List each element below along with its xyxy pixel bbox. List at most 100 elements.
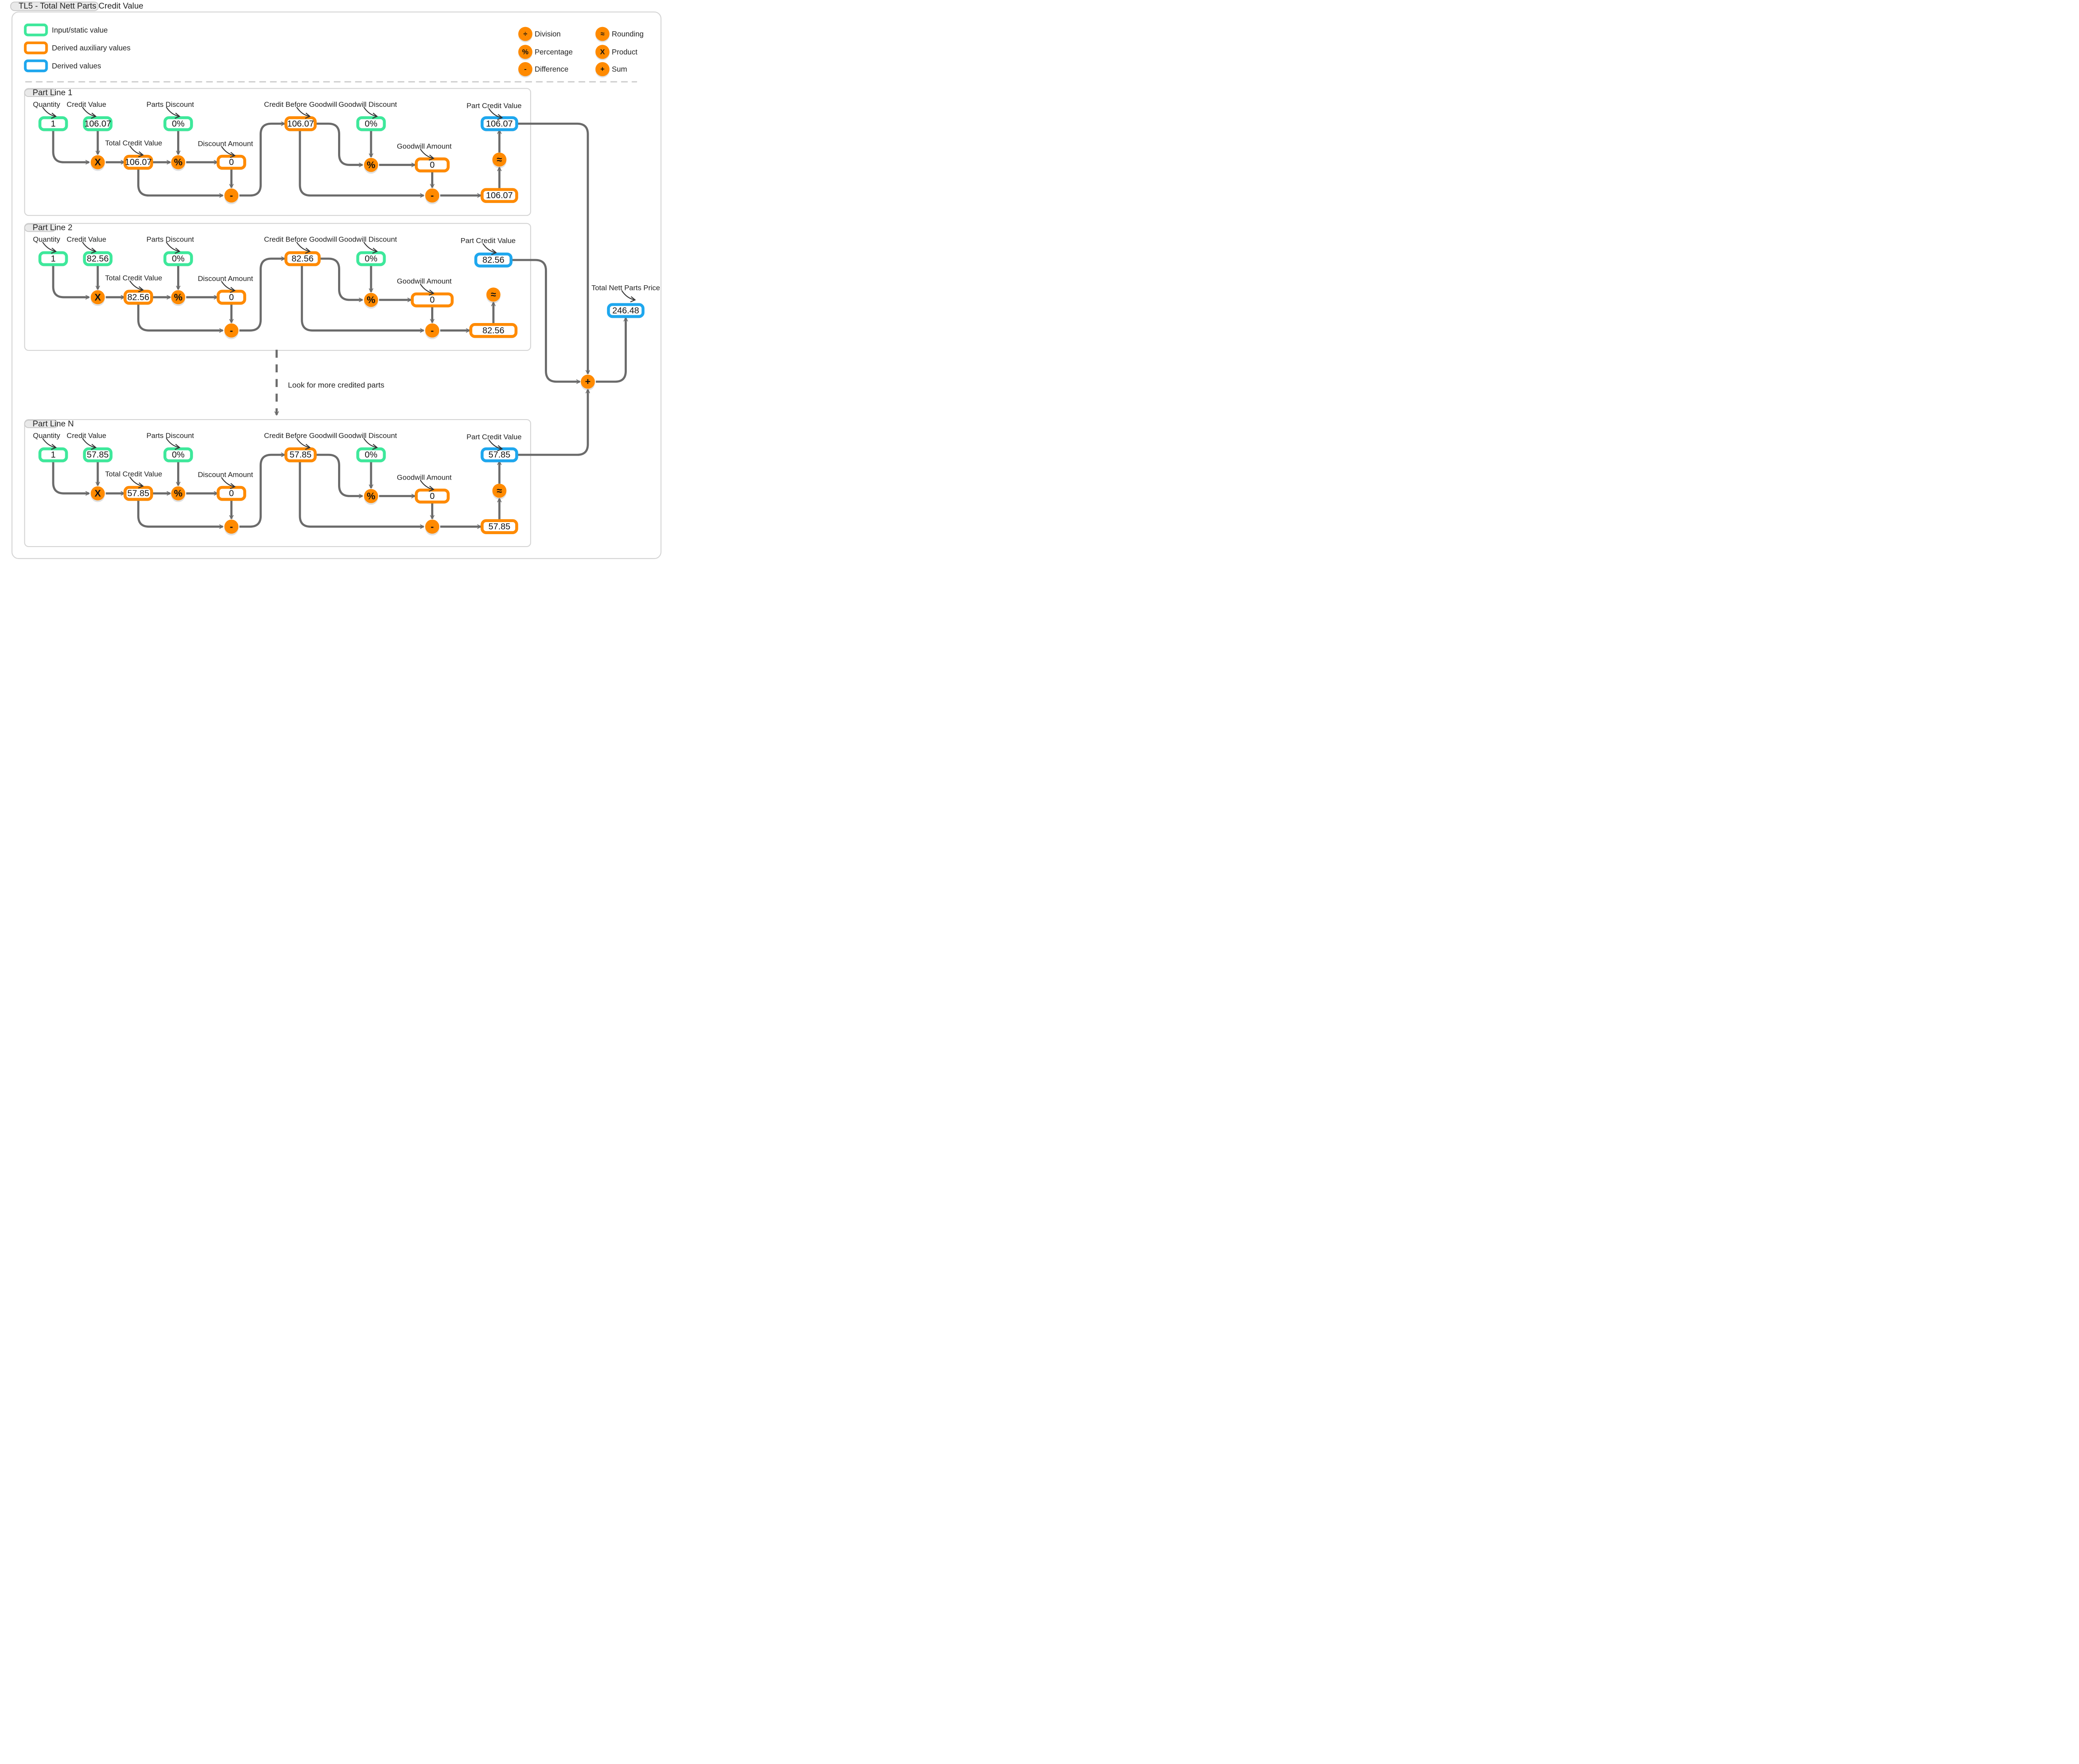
part-line-2-title-text: Part Line 2 bbox=[33, 224, 73, 233]
legend-swatch-derived bbox=[24, 59, 48, 72]
part-line-n-after-goodwill-box-value: 57.85 bbox=[488, 522, 510, 532]
part-line-1-goodwill-difference-op: - bbox=[425, 188, 439, 205]
part-line-2-discount-amount-box-value: 0 bbox=[229, 292, 234, 302]
part-line-2-credit-before-goodwill-box: 82.56 bbox=[284, 251, 321, 266]
part-line-1-discount-amount-box-value: 0 bbox=[229, 157, 234, 167]
part-line-n-pointer-quantity bbox=[42, 438, 56, 448]
part-line-n-label-part-credit-value: Part Credit Value bbox=[466, 433, 521, 441]
part-line-1-goodwill-percentage-op: % bbox=[364, 157, 378, 174]
legend-label-derived: Derived values bbox=[52, 61, 101, 70]
legend-op-symbol-0: ÷ bbox=[523, 30, 527, 38]
part-line-2-after-goodwill-box-border bbox=[469, 323, 518, 338]
part-line-n-after-goodwill-box-border bbox=[480, 519, 518, 534]
part-line-n-label-parts-discount: Parts Discount bbox=[146, 432, 194, 440]
part-line-2-quantity-box-value: 1 bbox=[51, 254, 55, 263]
part-line-1-pointer-goodwill-discount-head bbox=[372, 112, 378, 119]
part-line-n-difference-op-circle bbox=[224, 520, 239, 534]
part-line-2-credit-value-box: 82.56 bbox=[83, 251, 113, 266]
part-line-2-pointer-total-credit-value-head bbox=[138, 286, 144, 293]
part-line-1-quantity-box: 1 bbox=[38, 116, 68, 132]
total-value-box-border bbox=[607, 303, 645, 318]
part-line-n-panel bbox=[24, 419, 531, 547]
part-line-1-pointer-credit-before-goodwill-head bbox=[305, 112, 311, 119]
legend-op-rounding: ≈Rounding bbox=[595, 27, 644, 42]
part-line-2-goodwill-discount-box-border bbox=[356, 251, 386, 266]
part-line-2-rounding-op-circle bbox=[486, 287, 501, 302]
part-line-1-pointer-credit-value-head bbox=[91, 112, 97, 119]
part-line-n-goodwill-discount-box-border bbox=[356, 447, 386, 462]
part-line-n-label-goodwill-discount: Goodwill Discount bbox=[338, 432, 397, 440]
part-line-1-pointer-discount-amount bbox=[221, 146, 235, 156]
part-line-1-discount-amount-box: 0 bbox=[216, 154, 246, 170]
part-line-n-label-total-credit-value: Total Credit Value bbox=[105, 470, 162, 478]
part-line-n-pointer-credit-before-goodwill-head bbox=[305, 444, 311, 450]
part-line-n-label-goodwill-amount: Goodwill Amount bbox=[397, 473, 452, 481]
part-line-2-percentage-op-circle bbox=[171, 290, 185, 305]
total-pointer bbox=[621, 290, 635, 301]
part-line-1-parts-discount-box-value: 0% bbox=[172, 119, 185, 129]
part-line-2-edge-quantity-product bbox=[52, 264, 89, 297]
part-line-n-pointer-total-credit-value bbox=[129, 476, 143, 487]
part-line-n-parts-discount-box: 0% bbox=[163, 447, 193, 463]
part-line-2-credit-before-goodwill-box-border bbox=[284, 251, 321, 266]
part-line-1-goodwill-amount-box: 0 bbox=[414, 157, 450, 173]
legend-op-symbol-1: % bbox=[522, 48, 529, 56]
edge-line1-sum bbox=[517, 122, 588, 374]
part-line-1-parts-discount-box-border bbox=[163, 116, 193, 131]
total-value-box-value: 246.48 bbox=[612, 305, 639, 315]
part-line-n-quantity-box: 1 bbox=[38, 447, 68, 463]
part-line-1-goodwill-percentage-op-circle bbox=[364, 157, 378, 172]
part-line-n-part-credit-value-box-border bbox=[480, 447, 518, 462]
part-line-1-edge-quantity-product bbox=[52, 130, 89, 162]
part-line-n-label-discount-amount: Discount Amount bbox=[198, 471, 253, 479]
part-line-2-discount-amount-box: 0 bbox=[216, 290, 246, 305]
part-line-n-pointer-goodwill-discount-head bbox=[372, 444, 378, 450]
part-line-n-title-bg bbox=[24, 420, 58, 428]
part-line-1-difference-op: - bbox=[224, 188, 239, 205]
part-line-1-rounding-op: ≈ bbox=[492, 152, 507, 169]
legend-op-label-5: Sum bbox=[612, 65, 627, 73]
diagram-title-bg bbox=[10, 1, 99, 11]
part-line-1-goodwill-discount-box-value: 0% bbox=[365, 119, 378, 129]
part-line-n-edge-difference-cbg bbox=[239, 455, 284, 528]
part-line-1-percentage-op-circle bbox=[171, 155, 185, 169]
part-line-2-edge-tcv-difference bbox=[137, 303, 223, 331]
part-line-2-difference-op: - bbox=[224, 323, 239, 339]
part-line-1-total-credit-value-box-border bbox=[123, 154, 153, 170]
part-line-n-label-quantity: Quantity bbox=[33, 432, 60, 440]
part-line-2-pointer-credit-before-goodwill bbox=[296, 242, 310, 252]
part-line-n-total-credit-value-box-border bbox=[123, 486, 153, 501]
part-line-1-part-credit-value-box-border bbox=[480, 116, 518, 131]
part-line-1-edge-tcv-difference bbox=[137, 168, 223, 196]
part-line-2-pointer-goodwill-discount-head bbox=[372, 248, 378, 254]
part-line-2-difference-op-circle bbox=[224, 323, 239, 338]
part-line-1-pointer-total-credit-value-head bbox=[138, 151, 144, 157]
part-line-2-goodwill-discount-box-value: 0% bbox=[365, 254, 378, 263]
part-line-2-after-goodwill-box: 82.56 bbox=[469, 323, 518, 338]
legend-op-division: ÷ Division bbox=[518, 27, 561, 42]
part-line-n-pointer-credit-value bbox=[82, 438, 96, 448]
part-line-n-pointer-total-credit-value-head bbox=[138, 482, 144, 489]
legend-op-symbol-3: ≈ bbox=[601, 30, 604, 38]
part-line-1-credit-value-box-value: 106.07 bbox=[85, 119, 112, 129]
part-line-2-edge-cbg-goodwill-difference bbox=[301, 264, 424, 330]
part-line-n-pointer-credit-before-goodwill bbox=[296, 438, 310, 448]
part-line-1-pointer-part-credit-value-head bbox=[497, 114, 503, 120]
legend-op-label-0: Division bbox=[535, 30, 561, 38]
part-line-2-parts-discount-box-border bbox=[163, 251, 193, 266]
part-line-1-product-op-symbol: X bbox=[94, 157, 101, 168]
part-line-n-pointer-goodwill-amount-head bbox=[429, 486, 435, 492]
part-line-n-parts-discount-box-value: 0% bbox=[172, 450, 185, 460]
part-line-1-pointer-goodwill-discount bbox=[363, 106, 378, 117]
part-line-2-label-discount-amount: Discount Amount bbox=[198, 275, 253, 283]
part-line-2-goodwill-difference-op: - bbox=[425, 323, 439, 339]
part-line-1-rounding-op-circle bbox=[492, 152, 507, 167]
part-line-2-pointer-discount-amount-head bbox=[230, 287, 236, 293]
part-line-n-goodwill-amount-box: 0 bbox=[414, 488, 450, 504]
part-line-n-label-credit-value: Credit Value bbox=[66, 432, 106, 440]
part-line-n-credit-value-box-value: 57.85 bbox=[87, 450, 109, 460]
legend-op-sum: +Sum bbox=[595, 62, 627, 78]
diagram-title-text: TL5 - Total Nett Parts Credit Value bbox=[18, 2, 143, 11]
